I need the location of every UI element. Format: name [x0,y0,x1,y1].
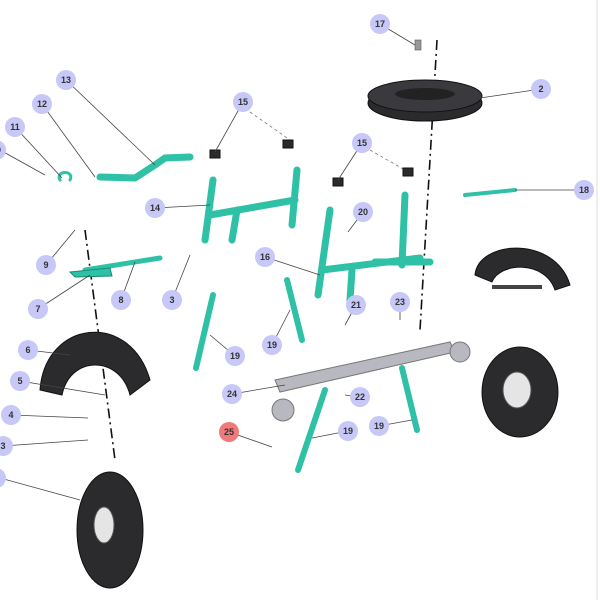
svg-text:19: 19 [267,340,277,350]
callout-19c[interactable]: 19 [338,421,358,441]
callout-3a[interactable]: 3 [162,290,182,310]
svg-text:19: 19 [374,421,384,431]
callout-2[interactable]: 2 [531,79,551,99]
callout-3b[interactable]: 3 [0,436,13,456]
callout-22[interactable]: 22 [350,387,370,407]
svg-text:3: 3 [169,295,174,305]
callout-21[interactable]: 21 [346,295,366,315]
axle [271,341,471,422]
svg-text:19: 19 [230,351,240,361]
callout-12[interactable]: 12 [32,94,52,114]
callout-20[interactable]: 20 [353,202,373,222]
callout-25-highlighted[interactable]: 25 [219,422,239,442]
svg-text:13: 13 [61,75,71,85]
handle [96,153,194,182]
legs [193,277,420,473]
callout-23[interactable]: 23 [390,292,410,312]
svg-text:22: 22 [355,392,365,402]
svg-text:4: 4 [8,410,13,420]
plate [68,267,113,278]
svg-text:15: 15 [357,138,367,148]
spare-tire [367,79,483,122]
svg-text:18: 18 [579,185,589,195]
callout-10-cut[interactable]: 10 [0,140,6,160]
callout-18[interactable]: 18 [574,180,594,200]
svg-text:20: 20 [358,207,368,217]
cap [402,167,414,177]
svg-text:7: 7 [35,304,40,314]
svg-text:14: 14 [150,203,160,213]
callout-6[interactable]: 6 [18,340,38,360]
callout-19d[interactable]: 19 [369,416,389,436]
callout-16[interactable]: 16 [255,247,275,267]
bracket-arm [463,188,517,197]
svg-text:3: 3 [0,441,5,451]
svg-text:19: 19 [343,426,353,436]
callout-7[interactable]: 7 [28,299,48,319]
svg-text:17: 17 [375,19,385,29]
svg-text:11: 11 [10,122,20,132]
svg-text:12: 12 [37,99,47,109]
svg-text:16: 16 [260,252,270,262]
clip [57,171,73,182]
callout-13[interactable]: 13 [56,70,76,90]
callout-4[interactable]: 4 [1,405,21,425]
callout-24[interactable]: 24 [222,384,242,404]
callout-11[interactable]: 11 [5,117,25,137]
wheel-right [481,346,559,438]
fender-left [39,331,151,396]
callout-5[interactable]: 5 [10,371,30,391]
svg-text:2: 2 [538,84,543,94]
svg-text:5: 5 [17,376,22,386]
frame-left [201,166,301,244]
callouts: 17 2 13 12 11 15 15 18 14 20 16 9 7 8 3 … [0,14,594,488]
frame-right [314,191,434,304]
fender-bracket [492,285,542,289]
cap [332,177,344,187]
svg-text:6: 6 [25,345,30,355]
callout-8[interactable]: 8 [111,290,131,310]
drawbar [82,255,163,273]
callout-19b[interactable]: 19 [262,335,282,355]
svg-text:15: 15 [238,97,248,107]
svg-text:25: 25 [224,427,234,437]
callout-15a[interactable]: 15 [233,92,253,112]
cap [209,149,221,159]
svg-text:24: 24 [227,389,237,399]
bolt [414,39,422,51]
svg-text:8: 8 [118,295,123,305]
callout-1-cut[interactable]: 1 [0,468,6,488]
svg-text:23: 23 [395,297,405,307]
cap [282,139,294,149]
svg-text:21: 21 [351,300,361,310]
callout-14[interactable]: 14 [145,198,165,218]
wheel-left [76,471,144,589]
fender-right [474,247,571,291]
svg-text:10: 10 [0,145,1,155]
callout-19a[interactable]: 19 [225,346,245,366]
svg-text:9: 9 [43,260,48,270]
callout-15b[interactable]: 15 [352,133,372,153]
callout-9[interactable]: 9 [36,255,56,275]
callout-17[interactable]: 17 [370,14,390,34]
